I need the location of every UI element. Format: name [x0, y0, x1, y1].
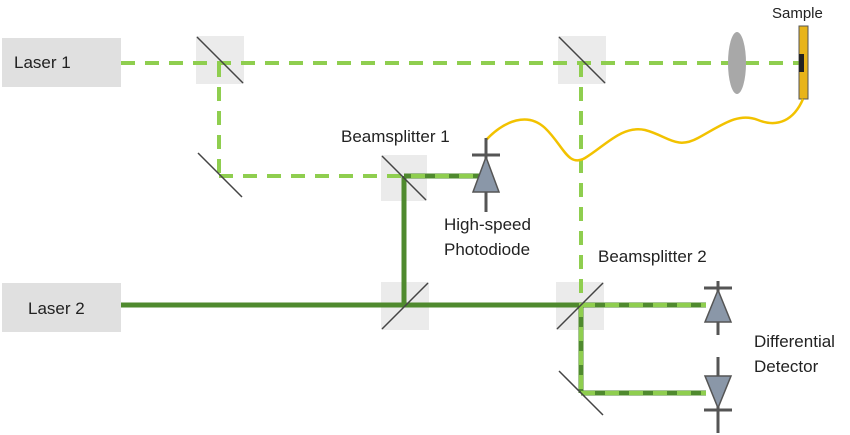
beamsplitter-icon — [381, 155, 427, 201]
sample-label: Sample — [772, 5, 823, 22]
beamsplitter-2-label: Beamsplitter 2 — [598, 247, 707, 266]
laser-2: Laser 2 — [2, 283, 121, 332]
laser-1-label: Laser 1 — [14, 53, 71, 72]
mirror-icon — [558, 370, 604, 416]
mirror-icon — [197, 152, 243, 198]
beamsplitter-icon — [556, 282, 604, 330]
photodiode-icon — [703, 288, 733, 323]
mirror-icon — [196, 36, 244, 84]
laser-2-label: Laser 2 — [28, 299, 85, 318]
laser-1-beam — [121, 61, 800, 395]
high-speed-photodiode — [471, 138, 501, 212]
optical-fiber — [485, 98, 805, 162]
mirrors — [196, 36, 606, 416]
sample-spot — [799, 54, 804, 72]
detector-label-line2: Detector — [754, 357, 819, 376]
beamsplitter-icon — [381, 282, 429, 330]
photodiode-label-line1: High-speed — [444, 215, 531, 234]
lens-icon — [728, 32, 746, 94]
photodiode-icon — [703, 375, 733, 410]
detector-label-line1: Differential — [754, 332, 835, 351]
mirror-icon — [558, 36, 606, 84]
photodiode-label-line2: Photodiode — [444, 240, 530, 259]
photodiode-icon — [471, 154, 501, 193]
beamsplitter-1-label: Beamsplitter 1 — [341, 127, 450, 146]
laser-2-box — [2, 283, 121, 332]
laser-1-box — [2, 38, 121, 87]
sample: Sample — [772, 5, 823, 100]
laser-1: Laser 1 — [2, 38, 121, 87]
differential-detector — [703, 281, 733, 433]
